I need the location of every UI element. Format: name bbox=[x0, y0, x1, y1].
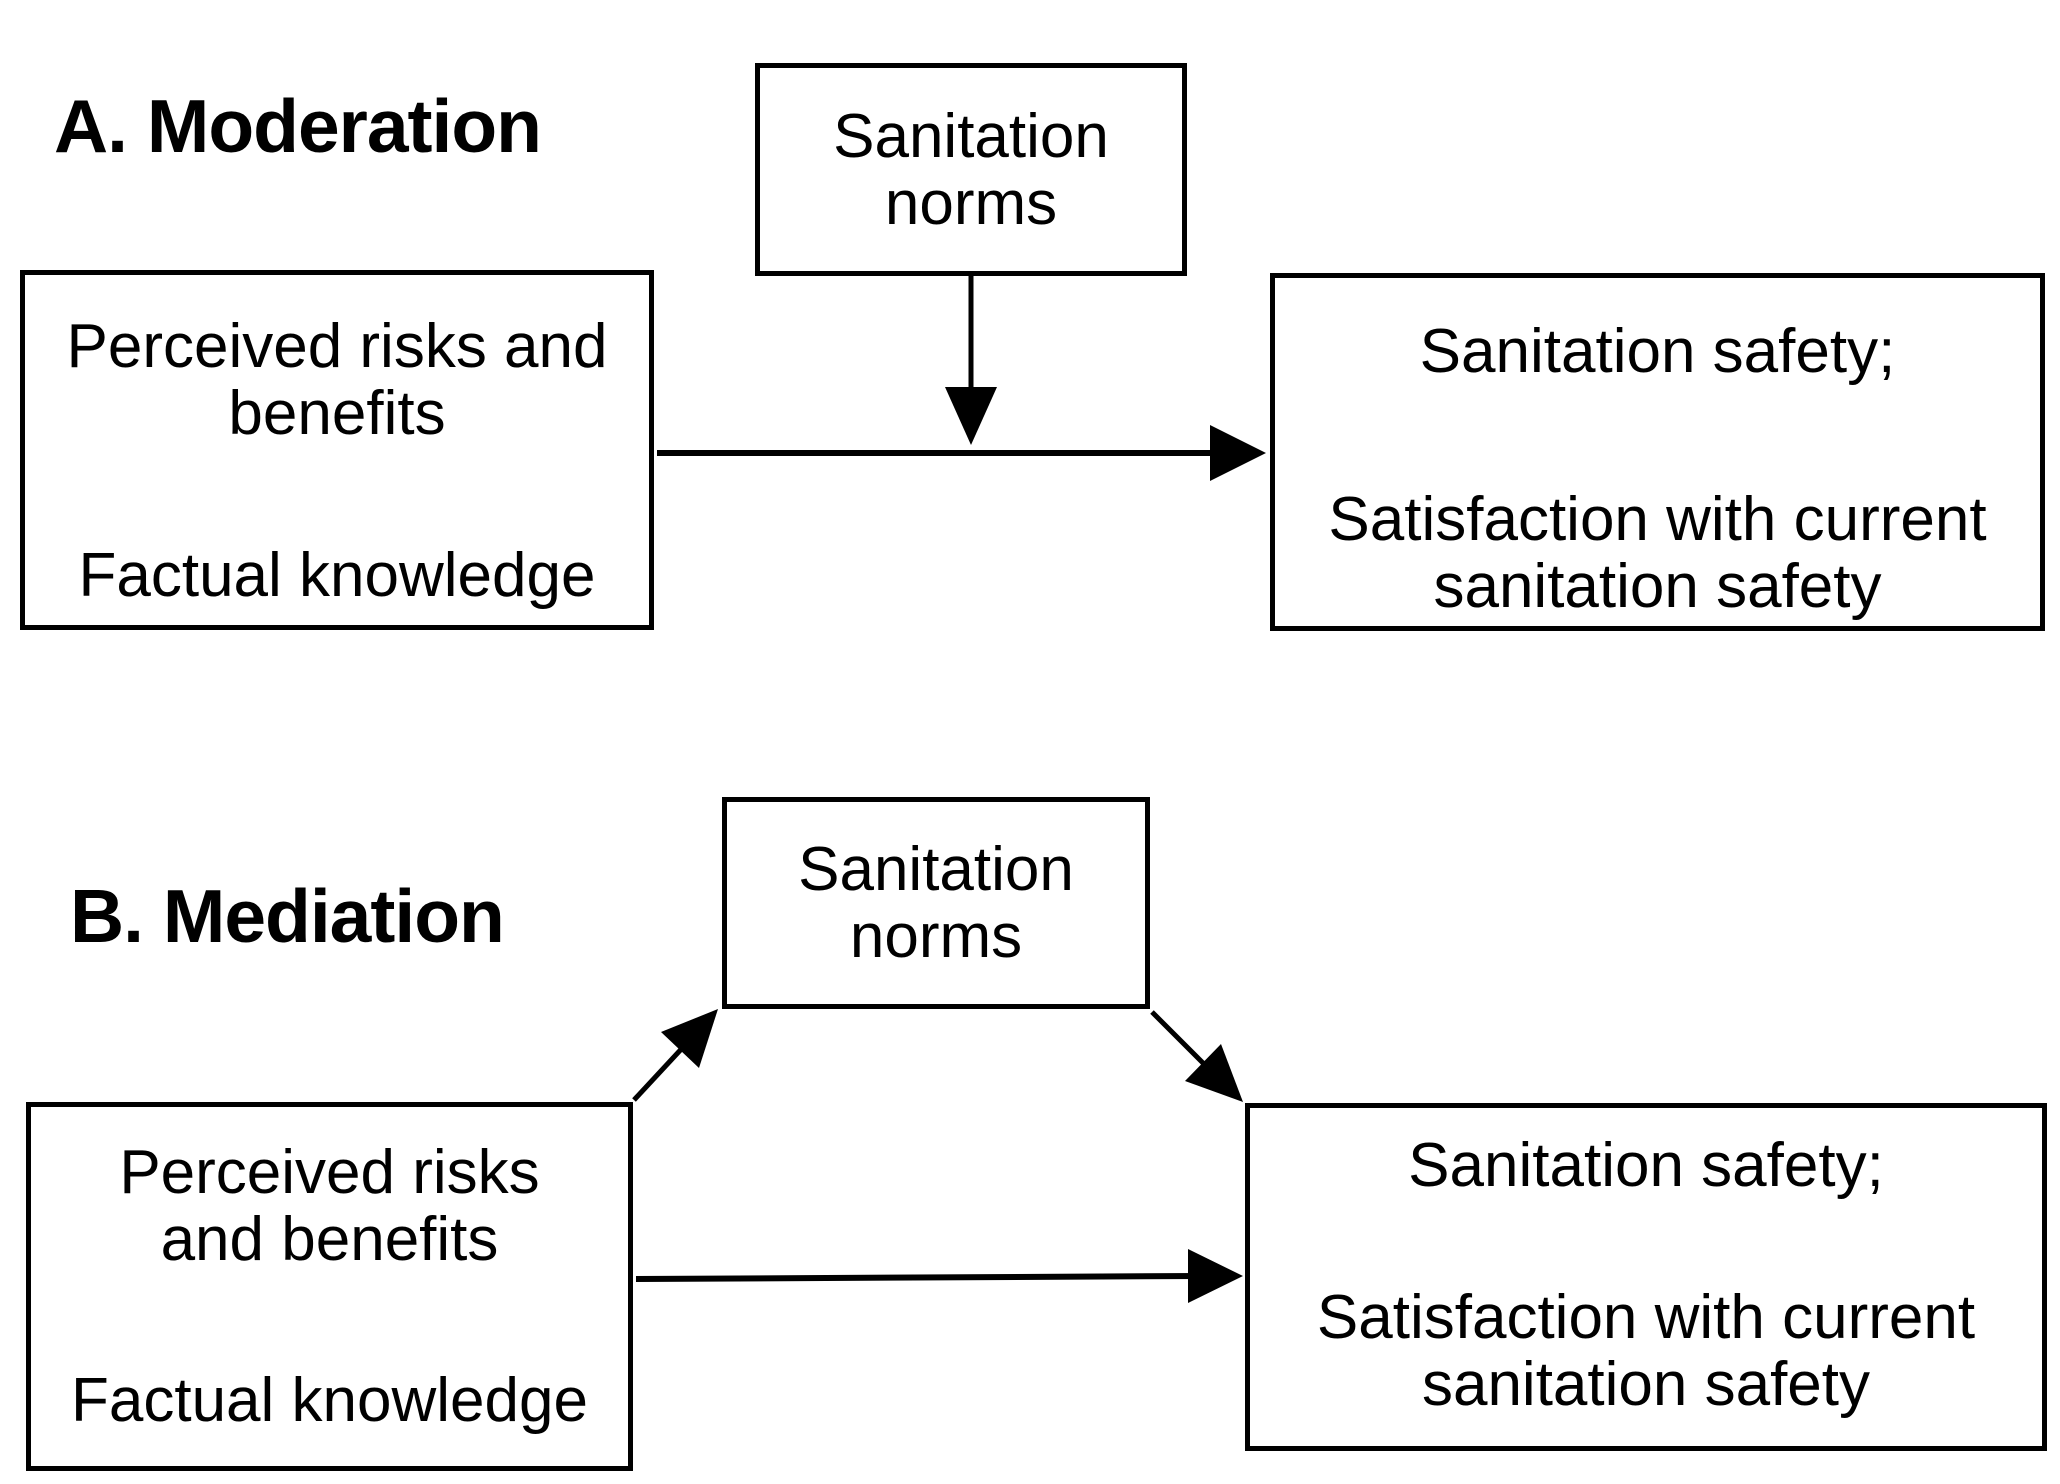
arrow-b-mediator-to-outcome bbox=[1150, 1010, 1243, 1102]
panel-b-title: B. Mediation bbox=[70, 874, 505, 959]
panel-a-predictor-box: Perceived risks and benefits Factual kno… bbox=[20, 270, 654, 630]
panel-b-predictor-label-2: Factual knowledge bbox=[71, 1366, 588, 1435]
panel-b-predictor-label-1: Perceived risks and benefits bbox=[119, 1138, 540, 1274]
panel-a-moderator-label: Sanitation norms bbox=[833, 101, 1109, 238]
arrow-b-predictor-to-mediator bbox=[632, 1009, 718, 1102]
arrow-a-predictor-to-outcome bbox=[657, 425, 1266, 481]
panel-b-outcome-label-2: Satisfaction with current sanitation saf… bbox=[1316, 1283, 1976, 1419]
panel-a-outcome-label-2: Satisfaction with current sanitation saf… bbox=[1328, 485, 1987, 621]
arrow-a-moderator-to-path bbox=[945, 276, 997, 445]
panel-b-mediator-box: Sanitation norms bbox=[722, 797, 1150, 1009]
panel-a-outcome-label-1: Sanitation safety; bbox=[1419, 317, 1896, 386]
panel-b-mediator-label: Sanitation norms bbox=[798, 835, 1074, 971]
panel-a-outcome-box: Sanitation safety; Satisfaction with cur… bbox=[1270, 273, 2045, 631]
panel-b-outcome-box: Sanitation safety; Satisfaction with cur… bbox=[1245, 1103, 2047, 1451]
panel-a-predictor-label-1: Perceived risks and benefits bbox=[66, 312, 608, 448]
panel-a-moderator-box: Sanitation norms bbox=[755, 63, 1187, 276]
panel-b-predictor-box: Perceived risks and benefits Factual kno… bbox=[26, 1102, 633, 1471]
panel-a-title: A. Moderation bbox=[54, 84, 542, 169]
arrow-b-predictor-to-outcome bbox=[635, 1249, 1243, 1303]
panel-a-predictor-label-2: Factual knowledge bbox=[78, 541, 596, 610]
panel-b-outcome-label-1: Sanitation safety; bbox=[1408, 1131, 1884, 1200]
